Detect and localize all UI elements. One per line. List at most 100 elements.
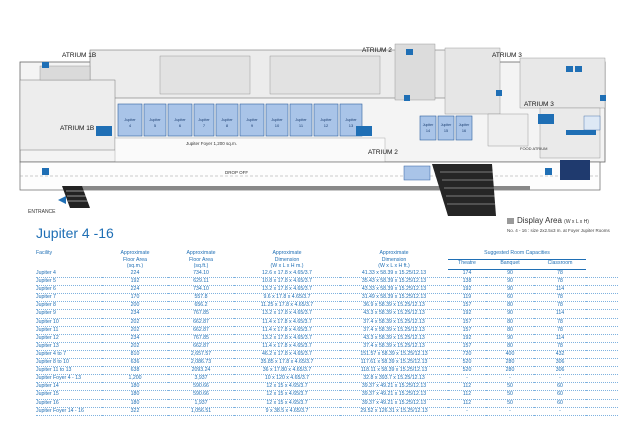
table-cell: Jupiter Foyer 4 - 13	[36, 374, 102, 384]
atrium-1b-label: ATRIUM 1B	[60, 125, 94, 132]
atrium-1b-top-label: ATRIUM 1B	[62, 52, 96, 59]
table-cell: 157	[448, 342, 486, 351]
table-cell: 13.2 x 17.8 x 4.65/3.7	[234, 285, 340, 295]
room-jupiter-11	[289, 103, 313, 137]
table-cell: 11.25 x 17.8 x 4.65/3.7	[234, 301, 340, 311]
table-cell: 39.37 x 49.21 x 15.25/12.13	[340, 399, 448, 408]
table-cell: 60	[486, 293, 534, 303]
table-cell: 180	[102, 390, 168, 400]
table-cell: 50	[486, 399, 534, 408]
table-cell: 520	[448, 358, 486, 368]
table-cell: Jupiter 8	[36, 301, 102, 311]
table-cell: 10.8 x 17.8 x 4.65/3.7	[234, 277, 340, 287]
table-cell: 151.57 x 58.39 x 15.25/12.13	[340, 350, 448, 360]
table-cell: 234	[102, 334, 168, 343]
table-cell: Jupiter 16	[36, 399, 102, 408]
table-cell: 78	[534, 301, 587, 311]
room-number: 9	[251, 123, 254, 128]
table-cell: 50	[486, 390, 534, 400]
table-cell: 157	[448, 301, 486, 311]
table-cell: 60	[534, 390, 587, 400]
table-cell: Jupiter Foyer 14 - 16	[36, 407, 102, 416]
table-cell: 157	[448, 326, 486, 335]
table-cell: 80	[486, 301, 534, 311]
table-cell: 80	[486, 342, 534, 351]
table-cell: 90	[486, 309, 534, 319]
table-cell: 78	[534, 326, 587, 335]
table-cell: Jupiter 11 to 13	[36, 366, 102, 376]
table-cell: Jupiter 9	[36, 309, 102, 319]
table-cell: 90	[486, 334, 534, 343]
table-cell: Jupiter 12	[36, 334, 102, 343]
table-cell: -	[486, 374, 534, 384]
table-cell-pad	[586, 269, 619, 279]
table-cell: 720	[448, 350, 486, 360]
table-cell: 520	[448, 366, 486, 376]
room-jupiter-9	[239, 103, 265, 137]
room-number: 8	[226, 123, 229, 128]
table-cell-pad	[586, 277, 619, 287]
table-cell: 112	[448, 390, 486, 400]
table-cell: 60	[534, 382, 587, 392]
table-cell: 280	[486, 366, 534, 376]
table-cell-pad	[586, 358, 619, 368]
header-facility: Facility	[36, 250, 53, 256]
table-cell: 78	[534, 269, 587, 279]
atrium-3-top-label: ATRIUM 3	[492, 52, 522, 59]
room-jupiter-4	[117, 103, 143, 137]
room-label: Jupiter	[441, 123, 452, 127]
table-cell: 629.11	[168, 277, 234, 287]
table-cell: 810	[102, 350, 168, 360]
table-cell: 2,086.73	[168, 358, 234, 368]
table-cell: 192	[448, 334, 486, 343]
room-label: Jupiter	[423, 123, 434, 127]
entrance-stairs	[62, 186, 90, 208]
atrium-2-top-label: ATRIUM 2	[362, 47, 392, 54]
room-number: 16	[462, 129, 466, 133]
table-cell: 1,056.51	[168, 407, 234, 416]
table-cell: 734.10	[168, 269, 234, 279]
table-cell: 174	[448, 269, 486, 279]
table-cell: 9.6 x 17.8 x 4.65/3.7	[234, 293, 340, 303]
table-cell: 11.4 x 17.8 x 4.65/3.7	[234, 342, 340, 351]
table-cell: 662.87	[168, 326, 234, 335]
table-cell: 60	[534, 399, 587, 408]
table-cell: 114	[534, 285, 587, 295]
room-number: 15	[444, 129, 448, 133]
room-jupiter-10	[265, 103, 289, 137]
table-cell: 638	[102, 366, 168, 376]
table-cell: 767.85	[168, 334, 234, 343]
page-title: Jupiter 4 -16	[36, 225, 114, 241]
room-jupiter-8	[215, 103, 239, 137]
table-cell: 80	[486, 318, 534, 327]
table-cell: 12.6 x 17.8 x 4.65/3.7	[234, 269, 340, 279]
table-cell: 202	[102, 318, 168, 327]
display-area-label: Display Area	[517, 216, 562, 225]
room-jupiter-7	[193, 103, 215, 137]
table-cell-pad	[586, 350, 619, 360]
table-cell: 767.85	[168, 309, 234, 319]
table-cell: 170	[102, 293, 168, 303]
table-cell: 432	[534, 350, 587, 360]
table-cell: 224	[102, 269, 168, 279]
room-number: 13	[349, 123, 354, 128]
header-capacities: Suggested Room Capacities	[448, 250, 587, 260]
room-label: Jupiter	[295, 118, 307, 122]
room-number: 14	[426, 129, 430, 133]
table-cell: 114	[534, 309, 587, 319]
room-label: Jupiter	[174, 118, 186, 122]
table-cell: 400	[486, 350, 534, 360]
table-cell: Jupiter 5	[36, 277, 102, 287]
